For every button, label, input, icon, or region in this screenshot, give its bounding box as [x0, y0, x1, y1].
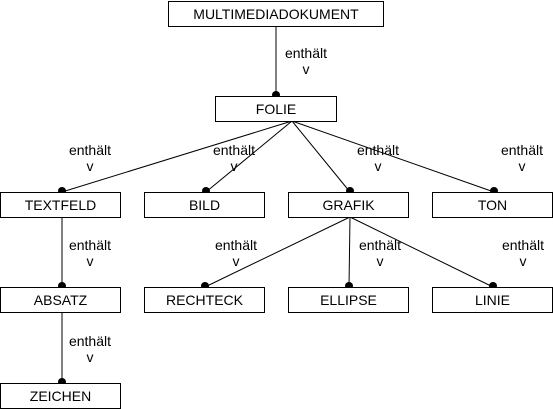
edge-label-text: enthält — [284, 45, 328, 61]
node-absatz: ABSATZ — [0, 287, 121, 313]
node-textfeld: TEXTFELD — [0, 192, 121, 218]
connector-grafik-rechteck — [204, 216, 351, 288]
node-ellipse: ELLIPSE — [288, 287, 409, 313]
edge-label-multimediadokument-folie: enthält v — [280, 45, 332, 77]
connector-folie-textfeld — [61, 120, 293, 193]
node-bild: BILD — [144, 192, 265, 218]
edge-label-text: enthält — [68, 237, 112, 253]
edge-label-text: enthält — [68, 333, 112, 349]
node-linie: LINIE — [432, 287, 553, 313]
edge-cardinality: v — [376, 253, 384, 269]
edge-label-folie-grafik: enthält v — [352, 142, 404, 174]
edge-cardinality: v — [86, 253, 94, 269]
edge-cardinality: v — [519, 253, 527, 269]
edge-label-grafik-rechteck: enthält v — [210, 237, 262, 269]
node-zeichen: ZEICHEN — [0, 383, 121, 409]
edge-label-text: enthält — [68, 142, 112, 158]
connector-grafik-linie — [349, 216, 494, 288]
edge-label-text: enthält — [214, 237, 258, 253]
edge-label-folie-bild: enthält v — [208, 142, 260, 174]
node-folie: FOLIE — [215, 96, 337, 122]
edge-cardinality: v — [232, 253, 240, 269]
edge-label-text: enthält — [212, 142, 256, 158]
connector-folie-bild — [205, 120, 293, 193]
edge-label-folie-textfeld: enthält v — [64, 142, 116, 174]
edge-cardinality: v — [518, 158, 526, 174]
node-grafik: GRAFIK — [288, 192, 409, 218]
edge-label-absatz-zeichen: enthält v — [64, 333, 116, 365]
edge-label-grafik-ellipse: enthält v — [354, 237, 406, 269]
edge-cardinality: v — [302, 61, 310, 77]
edge-label-text: enthält — [501, 237, 545, 253]
connector-folie-ton — [291, 120, 495, 193]
node-multimediadokument: MULTIMEDIADOKUMENT — [168, 1, 384, 27]
edge-label-text: enthält — [358, 237, 402, 253]
node-ton: TON — [432, 192, 553, 218]
edge-label-text: enthält — [356, 142, 400, 158]
edge-label-textfeld-absatz: enthält v — [64, 237, 116, 269]
edge-cardinality: v — [86, 349, 94, 365]
edge-cardinality: v — [230, 158, 238, 174]
connector-folie-grafik — [291, 120, 351, 193]
edge-label-grafik-linie: enthält v — [497, 237, 549, 269]
edge-cardinality: v — [374, 158, 382, 174]
edge-label-text: enthält — [500, 142, 544, 158]
edge-cardinality: v — [86, 158, 94, 174]
node-rechteck: RECHTECK — [144, 287, 265, 313]
connector-grafik-ellipse — [348, 216, 351, 288]
edge-label-folie-ton: enthält v — [496, 142, 548, 174]
